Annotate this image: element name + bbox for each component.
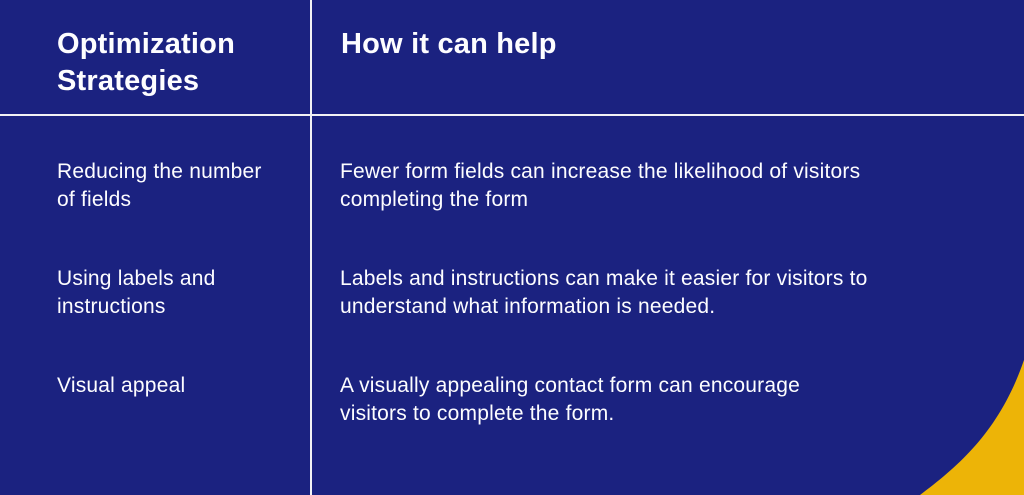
help-cell-reducing-fields: Fewer form fields can increase the likel… — [340, 160, 861, 211]
strategy-cell-visual-appeal: Visual appeal — [57, 374, 186, 397]
help-cell-visual-appeal: A visually appealing contact form can en… — [340, 374, 801, 425]
help-cell-labels-instructions: Labels and instructions can make it easi… — [340, 267, 868, 318]
header-col-strategies: Optimization Strategies — [57, 28, 236, 97]
header-divider-line — [0, 114, 1024, 116]
header-col-help: How it can help — [341, 28, 557, 60]
strategy-cell-labels-instructions: Using labels and instructions — [57, 267, 216, 318]
strategy-cell-reducing-fields: Reducing the number of fields — [57, 160, 262, 211]
column-divider-line — [310, 0, 312, 495]
